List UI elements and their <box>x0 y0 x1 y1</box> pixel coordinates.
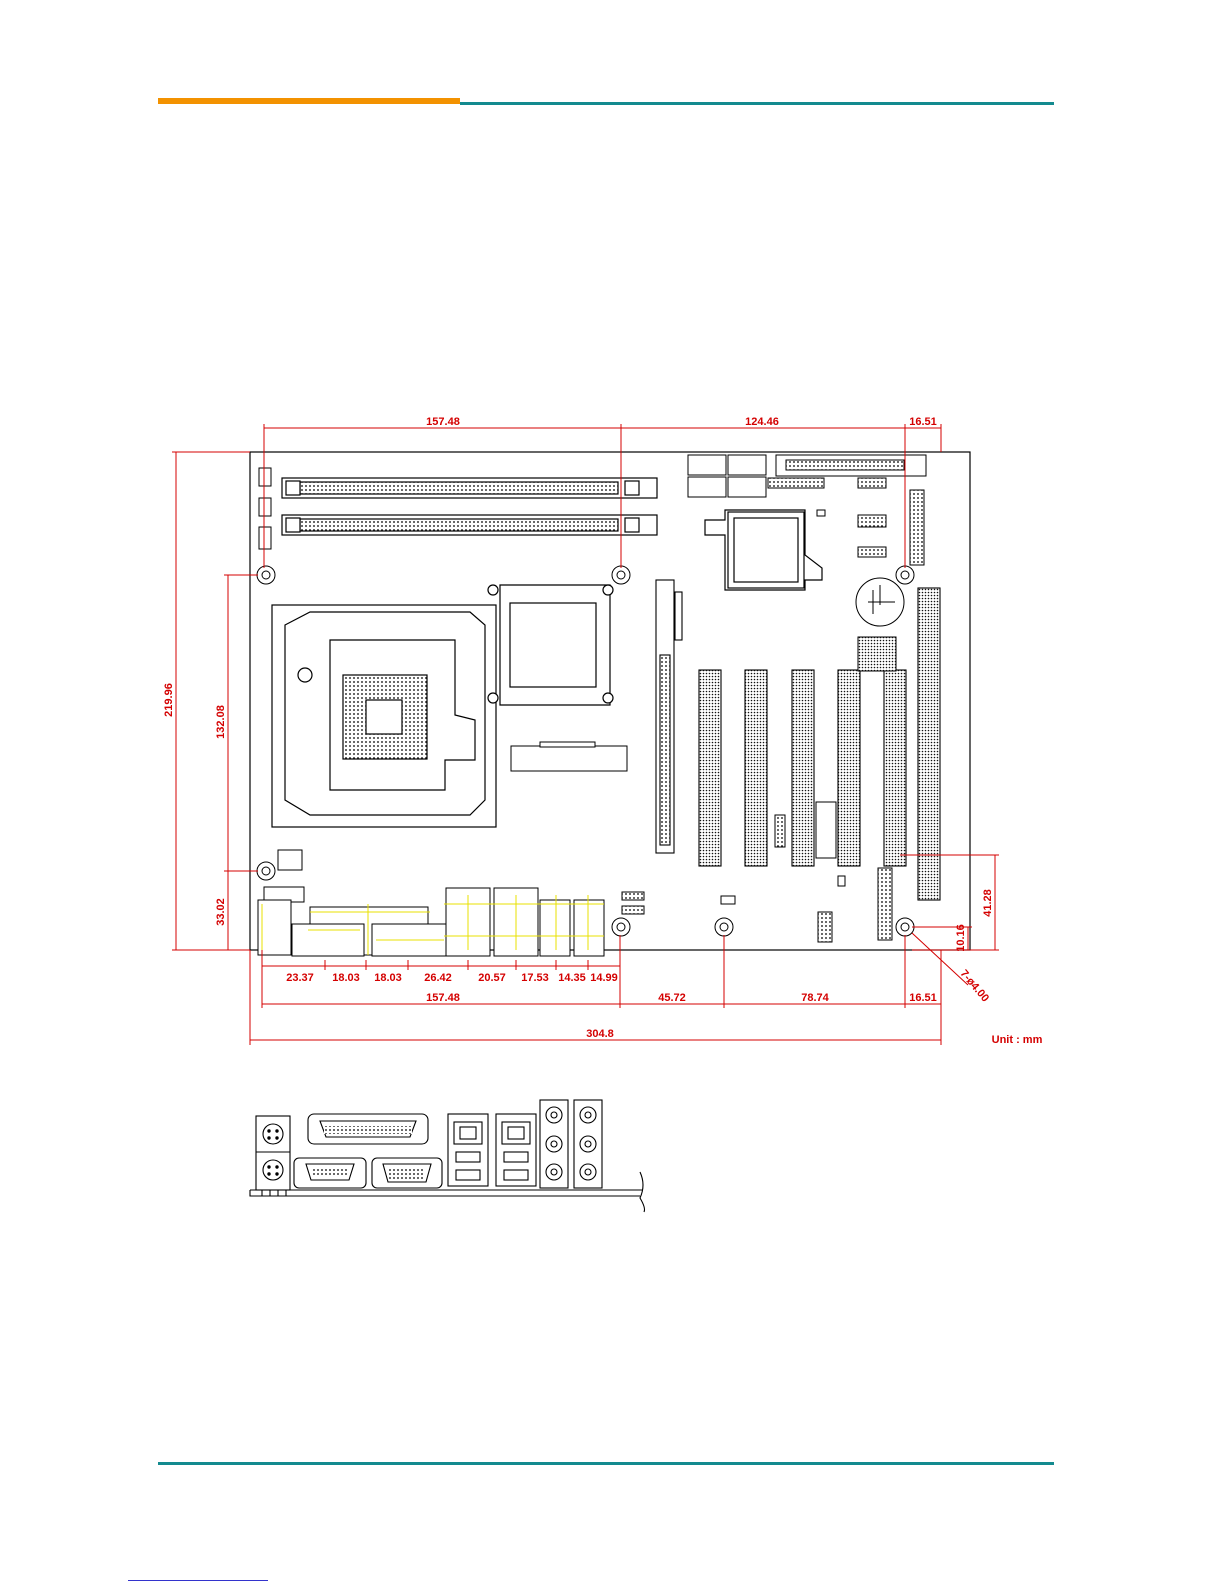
dim-hole-edge: 10.16 <box>955 924 967 952</box>
dim-hole-right: 41.28 <box>982 889 994 917</box>
isa-slot <box>918 588 940 900</box>
pcie-slot <box>656 580 682 853</box>
dim-io-7: 14.35 <box>558 972 586 984</box>
dim-io-8: 14.99 <box>590 972 618 984</box>
dim-bottom-4: 16.51 <box>909 992 937 1004</box>
unit-label: Unit : mm <box>992 1034 1043 1046</box>
footer-line <box>158 1462 1054 1465</box>
dim-top-3: 16.51 <box>909 416 937 428</box>
pci-slots <box>699 670 906 866</box>
rear-io-outline <box>258 888 604 956</box>
dim-bottom-1: 157.48 <box>426 992 460 1004</box>
cpu-socket <box>272 605 496 827</box>
dim-width-total: 304.8 <box>586 1028 614 1040</box>
dim-bottom-2: 45.72 <box>658 992 686 1004</box>
dim-io-5: 20.57 <box>478 972 506 984</box>
top-connectors <box>688 455 926 565</box>
south-bridge <box>705 510 822 590</box>
dim-hole-upper: 132.08 <box>215 705 227 739</box>
north-bridge <box>488 585 613 705</box>
dimm-slots <box>282 478 657 535</box>
dim-height-total: 219.96 <box>163 683 175 717</box>
dim-io-1: 23.37 <box>286 972 314 984</box>
dim-top-1: 157.48 <box>426 416 460 428</box>
dim-hole-spec: 7-ø4.00 <box>958 968 992 1005</box>
atx-power-connector <box>511 742 627 771</box>
dim-io-6: 17.53 <box>521 972 549 984</box>
dim-bottom-3: 78.74 <box>801 992 829 1004</box>
dim-io-2: 18.03 <box>332 972 360 984</box>
cmos-battery <box>856 578 904 626</box>
dim-io-4: 26.42 <box>424 972 452 984</box>
super-io-chip <box>858 637 896 671</box>
dim-io-3: 18.03 <box>374 972 402 984</box>
dim-hole-lower: 33.02 <box>215 898 227 926</box>
rear-io-panel <box>250 1100 645 1212</box>
fan-headers <box>259 468 271 549</box>
dim-top-2: 124.46 <box>745 416 779 428</box>
footer-link-underline[interactable] <box>128 1580 268 1581</box>
